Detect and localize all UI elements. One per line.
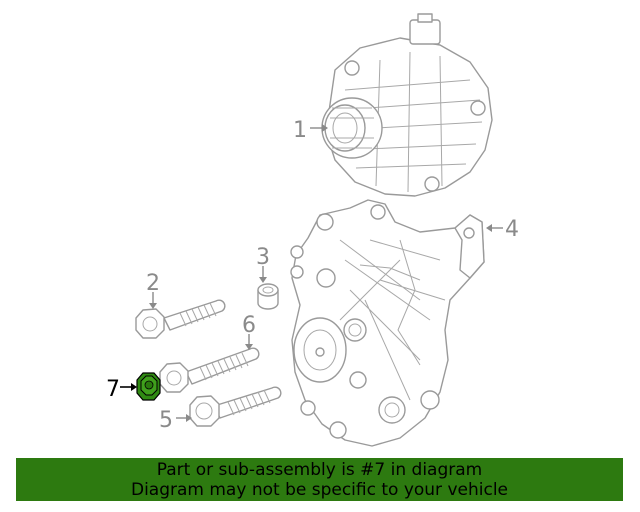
bolt-part-6[interactable] — [159, 347, 260, 393]
arrowhead-3 — [259, 277, 267, 283]
banner-line-2: Diagram may not be specific to your vehi… — [130, 479, 508, 500]
banner-line-1: Part or sub-assembly is #7 in diagram — [156, 459, 483, 480]
arrowhead-1 — [322, 124, 328, 132]
callout-3[interactable]: 3 — [256, 245, 270, 270]
spacer-part[interactable] — [257, 283, 279, 310]
parts-diagram: 1 2 3 4 5 6 7 — [106, 13, 519, 447]
alternator-bracket-part[interactable] — [290, 199, 485, 447]
arrowhead-4 — [486, 224, 492, 232]
arrowhead-6 — [245, 344, 253, 350]
arrowhead-5 — [186, 414, 192, 422]
callout-7[interactable]: 7 — [106, 377, 120, 402]
bolt-part-2[interactable] — [135, 299, 226, 339]
callout-5[interactable]: 5 — [159, 408, 173, 433]
arrowhead-7 — [131, 383, 137, 391]
callout-4[interactable]: 4 — [505, 217, 519, 242]
bolt-part-5[interactable] — [189, 386, 282, 427]
callout-2[interactable]: 2 — [146, 271, 160, 296]
callout-6[interactable]: 6 — [242, 313, 256, 338]
info-banner: Part or sub-assembly is #7 in diagram Di… — [16, 458, 623, 501]
nut-part-7[interactable] — [136, 372, 161, 401]
arrowhead-2 — [149, 303, 157, 309]
callout-1[interactable]: 1 — [293, 118, 307, 143]
alternator-part[interactable] — [321, 13, 493, 197]
